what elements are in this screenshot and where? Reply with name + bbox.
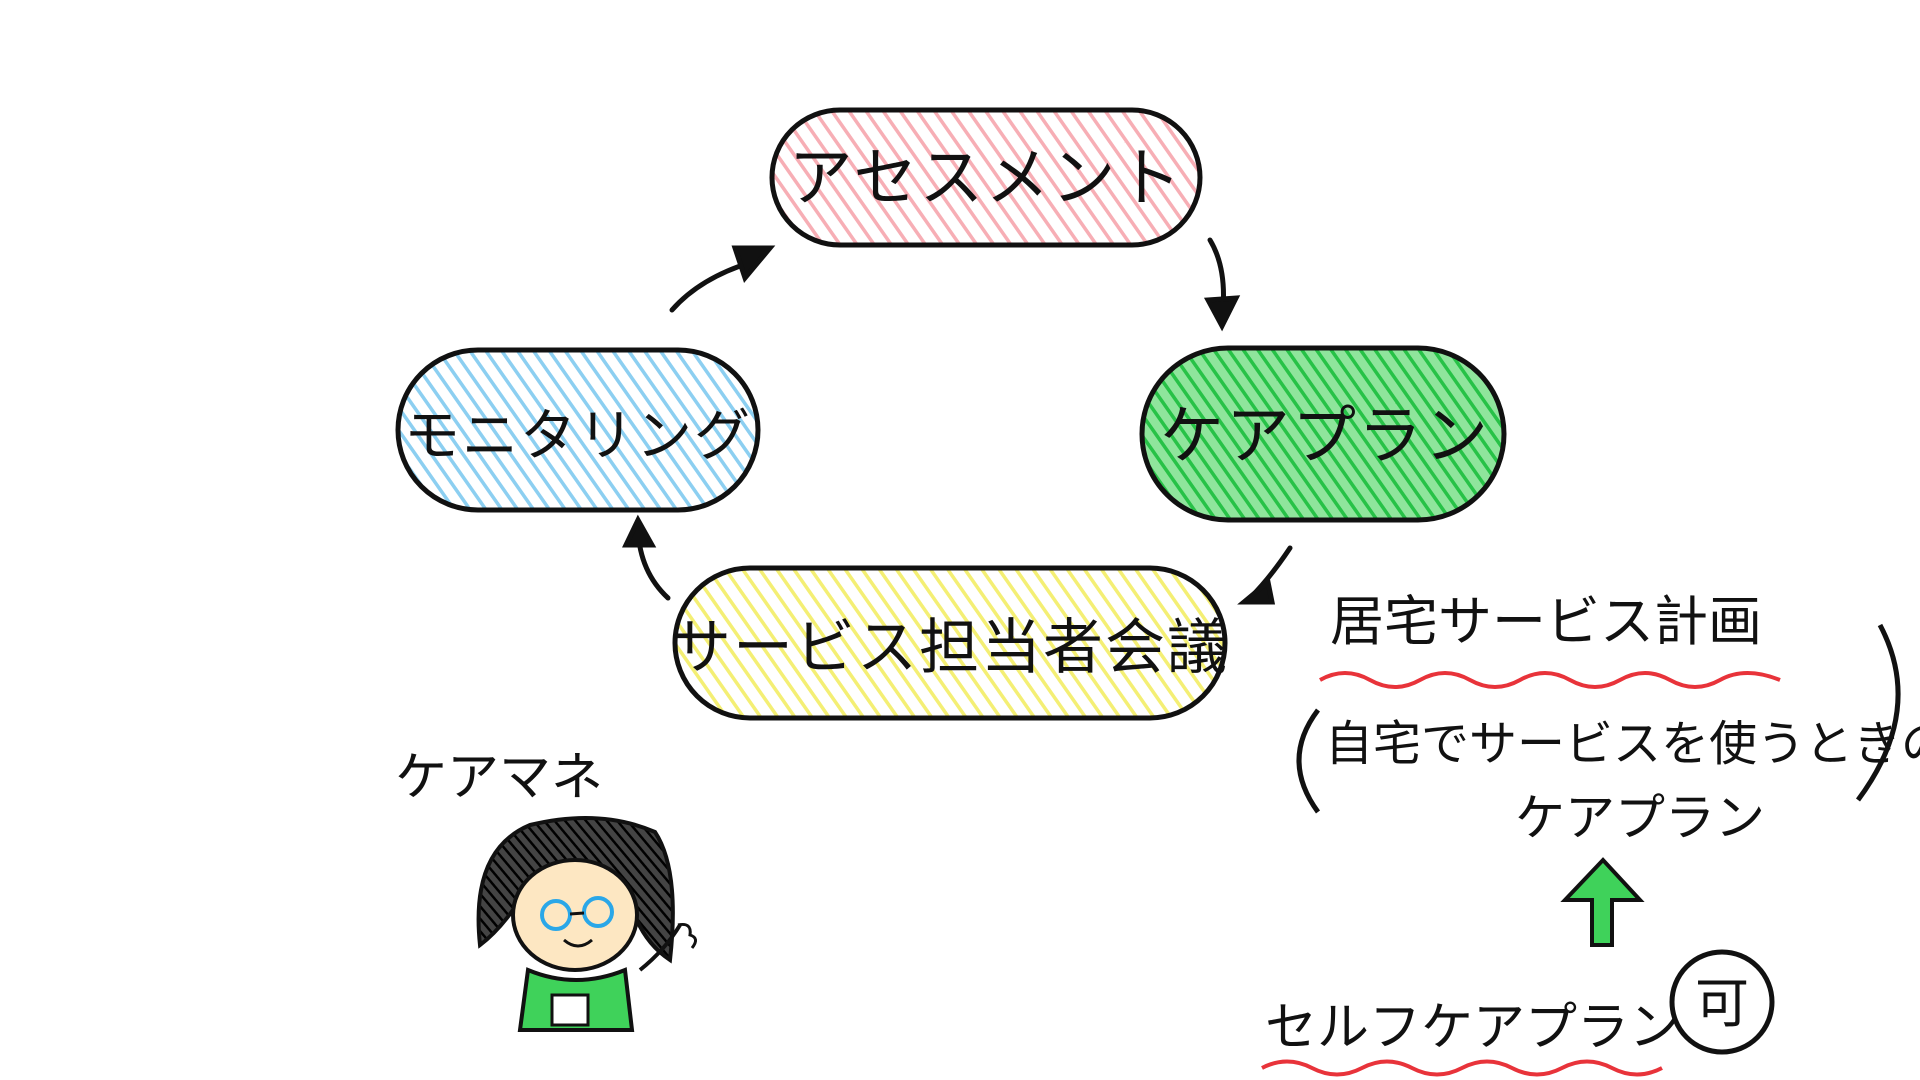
node-assessment-bubble xyxy=(769,107,1203,248)
node-service-meeting-bubble xyxy=(672,565,1228,721)
node-monitoring: モニタリング xyxy=(395,347,761,513)
plan-note-line2: ケアプラン xyxy=(1515,789,1765,847)
plan-note-paren-left xyxy=(1296,708,1321,814)
node-care-plan-bubble xyxy=(1139,345,1507,523)
self-plan-badge-circle xyxy=(1669,949,1775,1055)
plan-note-paren-right xyxy=(1855,623,1901,802)
node-care-plan: ケアプラン xyxy=(1139,345,1507,523)
node-monitoring-label: モニタリング xyxy=(404,404,752,469)
plan-note-line1: 自宅でサービスを使うときの xyxy=(1325,716,1920,772)
care-manager: ケアマネ xyxy=(395,748,697,1032)
self-plan-label: セルフケアプラン xyxy=(1265,998,1681,1058)
self-plan-badge: 可 xyxy=(1695,972,1749,1035)
node-service-meeting: サービス担当者会議 xyxy=(671,565,1229,721)
plan-note-title: 居宅サービス計画 xyxy=(1330,590,1762,653)
self-plan-underline xyxy=(1261,1059,1663,1077)
self-plan: セルフケアプラン 可 xyxy=(1261,949,1775,1077)
node-care-plan-label: ケアプラン xyxy=(1160,400,1490,474)
node-monitoring-bubble xyxy=(395,347,761,513)
node-assessment: アセスメント xyxy=(769,107,1203,248)
care-manager-avatar-icon xyxy=(476,815,697,1032)
up-arrow-icon xyxy=(1560,857,1645,947)
node-service-meeting-label: サービス担当者会議 xyxy=(671,613,1229,683)
arrow-head-assessment-icon xyxy=(731,245,776,284)
plan-note: 居宅サービス計画 自宅でサービスを使うときの ケアプラン xyxy=(1296,590,1920,847)
arrow-head-care-plan-icon xyxy=(1203,295,1241,332)
plan-note-title-underline xyxy=(1319,671,1781,689)
cycle-arrows xyxy=(622,237,1293,605)
node-assessment-label: アセスメント xyxy=(789,142,1184,216)
care-manager-label: ケアマネ xyxy=(395,748,603,808)
arrow-head-monitoring-icon xyxy=(622,514,657,548)
arrow-head-meeting-icon xyxy=(1237,577,1276,605)
